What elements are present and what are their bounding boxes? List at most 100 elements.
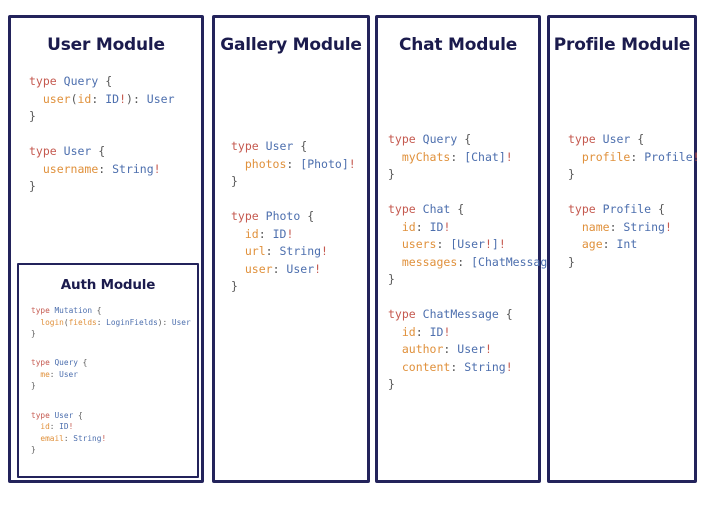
code-token-type: String: [73, 433, 102, 443]
code-token-type: User: [171, 317, 191, 327]
code-token-bang: !: [443, 219, 451, 234]
code-token-bang: !: [484, 342, 492, 356]
code-token-arg: id: [77, 91, 92, 106]
code-token-type: ChatMessage: [478, 254, 555, 269]
code-token-punc: {: [300, 209, 315, 223]
module-card-auth[interactable]: Auth Module type Mutation { login(fields…: [17, 263, 199, 478]
code-token-punc: :: [265, 244, 280, 258]
code-line: type User {: [31, 410, 197, 422]
code-block: type User { photos: [Photo]!}: [231, 138, 367, 191]
code-token-kw: type: [31, 358, 50, 368]
code-token-punc: [568, 237, 582, 251]
code-token-brk: ]: [498, 149, 506, 164]
code-token-bang: !: [314, 261, 322, 276]
code-token-punc: :: [63, 433, 74, 443]
schema-code-auth: type Mutation { login(fields: LoginField…: [19, 295, 197, 456]
code-token-bang: !: [286, 226, 294, 241]
code-line: photos: [Photo]!: [231, 156, 367, 174]
code-line: id: ID!: [31, 421, 197, 433]
code-token-punc: [568, 220, 582, 234]
code-line: type User {: [231, 138, 367, 156]
module-card-user[interactable]: User Module type Query { user(id: ID!): …: [8, 15, 204, 483]
code-token-kw: type: [31, 410, 50, 420]
code-token-punc: ):: [157, 317, 172, 327]
code-line: id: ID!: [231, 226, 367, 244]
code-token-punc: [57, 74, 64, 88]
code-token-brk: [: [450, 237, 458, 251]
code-block: type Profile { name: String! age: Int}: [568, 201, 694, 271]
code-token-punc: [388, 237, 402, 251]
code-token-bang: !: [321, 244, 328, 258]
module-title-auth: Auth Module: [60, 277, 156, 293]
code-token-punc: }: [29, 109, 36, 123]
module-card-profile[interactable]: Profile Module type User { profile: Prof…: [547, 15, 700, 483]
code-token-field: login: [40, 317, 64, 327]
code-token-kw: type: [388, 132, 416, 146]
code-token-type: String: [464, 359, 506, 374]
code-line: id: ID!: [388, 219, 538, 237]
module-title-user: User Module: [47, 35, 165, 55]
module-card-gallery[interactable]: Gallery Module type User { photos: [Phot…: [212, 15, 370, 483]
code-block: type User { username: String!}: [29, 143, 201, 196]
code-token-field: content: [401, 359, 451, 374]
code-token-type: ID: [429, 219, 444, 234]
code-token-bang: !: [505, 359, 513, 374]
code-token-punc: [231, 157, 245, 171]
code-token-punc: [31, 370, 40, 379]
code-token-type: User: [457, 237, 485, 251]
code-line: users: [User!]!: [388, 236, 538, 254]
code-token-type: User: [457, 342, 485, 356]
code-token-type: User: [265, 139, 294, 153]
code-token-field: name: [581, 219, 610, 234]
code-line: email: String!: [31, 433, 197, 445]
code-line: type Query {: [388, 131, 538, 149]
code-token-brk: ]: [341, 156, 349, 171]
code-token-kw: type: [388, 202, 416, 216]
code-token-punc: [596, 202, 603, 216]
code-line: user(id: ID!): User: [29, 91, 201, 109]
code-token-punc: [31, 422, 40, 431]
code-token-punc: :: [98, 161, 113, 176]
code-token-kw: type: [568, 202, 596, 216]
module-card-chat[interactable]: Chat Module type Query { myChats: [Chat]…: [375, 15, 568, 483]
code-token-field: author: [401, 342, 444, 356]
code-token-punc: [388, 325, 402, 339]
code-token-type: User: [286, 261, 315, 276]
code-token-punc: {: [457, 132, 472, 146]
code-token-field: myChats: [401, 149, 451, 164]
code-token-punc: }: [388, 272, 395, 286]
code-token-punc: :: [96, 317, 107, 327]
code-token-bang: !: [692, 149, 700, 164]
code-line: }: [568, 166, 694, 184]
code-token-type: User: [54, 410, 74, 420]
code-token-bang: !: [505, 149, 513, 164]
code-token-punc: [231, 244, 245, 258]
code-token-punc: }: [231, 174, 238, 188]
code-line: type Query {: [29, 73, 201, 91]
code-block: type User { id: ID! email: String!}: [31, 410, 197, 456]
schema-code-gallery: type User { photos: [Photo]!} type Photo …: [215, 59, 367, 296]
code-line: type ChatMessage {: [388, 306, 538, 324]
code-token-punc: [596, 132, 603, 146]
code-token-punc: [568, 150, 582, 164]
code-line: }: [388, 376, 538, 394]
code-block: type ChatMessage { id: ID! author: User!…: [388, 306, 538, 394]
code-token-punc: (: [63, 317, 69, 327]
code-line: type Photo {: [231, 208, 367, 226]
code-token-type: User: [59, 369, 78, 379]
code-block: type User { profile: Profile!}: [568, 131, 700, 184]
module-title-profile: Profile Module: [553, 35, 691, 55]
code-token-punc: {: [92, 306, 102, 315]
code-token-punc: ):: [126, 91, 147, 106]
code-token-punc: }: [568, 254, 575, 269]
code-token-field: messages: [401, 254, 458, 269]
code-token-punc: :: [602, 237, 617, 251]
code-line: me: User: [31, 369, 197, 381]
code-line: }: [388, 166, 538, 184]
code-block: type Query { myChats: [Chat]!}: [388, 131, 538, 184]
code-token-bang: !: [664, 219, 672, 234]
code-line: type Mutation {: [31, 305, 197, 317]
code-token-punc: :: [49, 422, 60, 432]
code-token-type: Photo: [265, 209, 301, 223]
